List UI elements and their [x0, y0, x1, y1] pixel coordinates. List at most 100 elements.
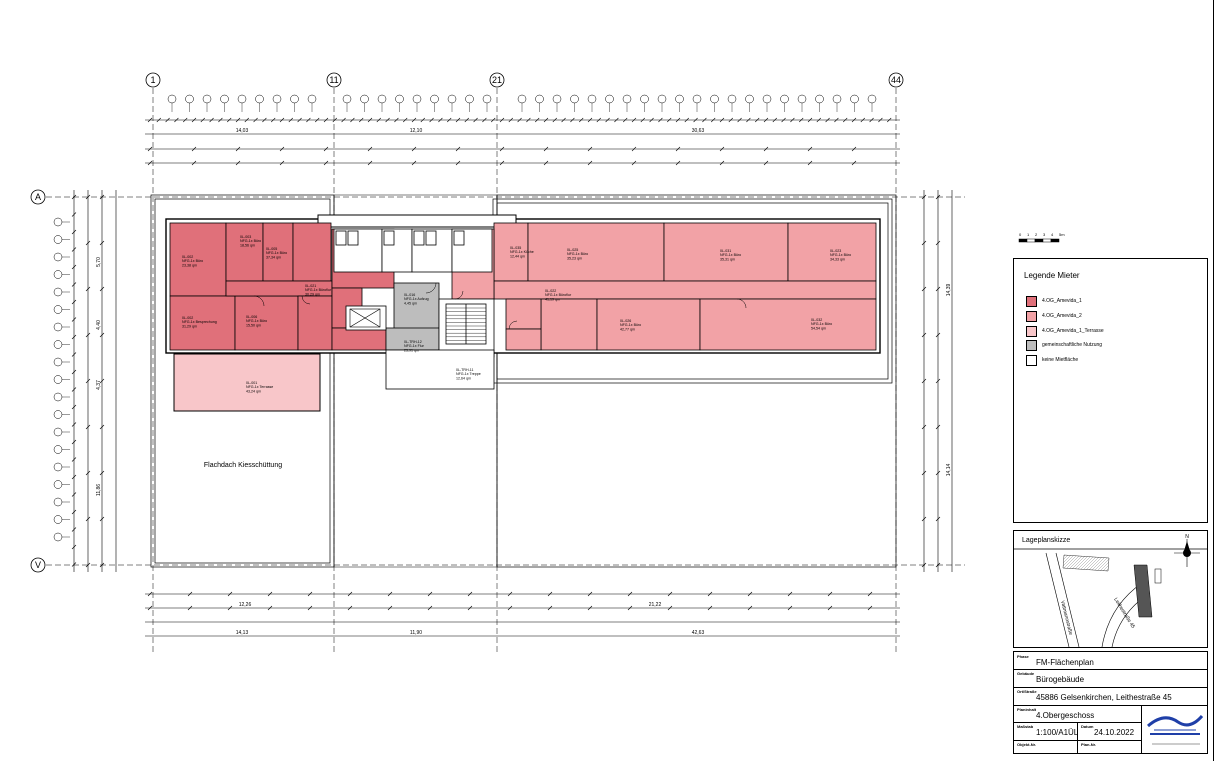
field-label: Ort/Straße: [1017, 689, 1037, 694]
axis-bubble-small: [53, 340, 70, 349]
dimension-tick: [99, 286, 105, 292]
dimension-tick: [209, 117, 214, 123]
dimension-tick: [816, 117, 822, 123]
title-divider: [1077, 722, 1078, 753]
dimension-tick: [85, 562, 91, 568]
axis-bubble-small: [710, 94, 719, 112]
dimension-tick: [71, 282, 77, 287]
field-label: Gebäude: [1017, 671, 1035, 676]
scale-tick-label: 4: [1051, 232, 1054, 237]
dimension-tick: [543, 146, 549, 152]
dimension-tick: [350, 117, 355, 123]
axis-bubble-small: [53, 270, 70, 279]
dimension-tick: [614, 117, 619, 123]
dimension-total: 42,63: [692, 630, 705, 636]
axis-bubble-small: [762, 94, 772, 112]
dimension-tick: [71, 317, 77, 322]
north-arrow-icon: [1174, 539, 1200, 567]
dimension-value: 5,70: [96, 257, 102, 267]
dimension-tick: [482, 117, 487, 123]
dimension-tick: [526, 117, 531, 123]
axis-bubble-small: [53, 392, 70, 402]
legend-item: gemeinschaftliche Nutzung: [1026, 339, 1102, 351]
dimension-tick: [307, 605, 313, 611]
axis-bubble-small: [447, 94, 457, 112]
dimension-tick: [147, 146, 153, 152]
svg-text:A: A: [35, 192, 41, 202]
dimension-tick: [71, 492, 77, 497]
axis-bubble-small: [202, 94, 212, 112]
axis-bubble: 1: [145, 72, 161, 88]
axis-bubble-small: [797, 94, 807, 112]
axis-bubble-small: [272, 94, 282, 112]
dimension-tick: [781, 117, 786, 123]
dimension-tick: [279, 146, 285, 152]
dimension-tick: [534, 117, 540, 123]
dimension-tick: [763, 146, 769, 152]
legend-title: Legende Mieter: [1024, 271, 1080, 280]
axis-bubble-small: [53, 497, 70, 507]
dimension-tick: [71, 404, 77, 410]
dimension-tick: [827, 591, 833, 597]
dimension-tick: [71, 544, 77, 550]
dimension-tick: [935, 194, 941, 200]
legend-item: keine Mietfläche: [1026, 354, 1078, 366]
dimension-tick: [182, 117, 188, 123]
date-value: 24.10.2022: [1094, 728, 1135, 737]
axis-bubble-small: [360, 94, 369, 112]
dimension-tick: [147, 591, 153, 597]
scale-tick-label: 0: [1019, 232, 1022, 237]
dimension-tick: [631, 117, 637, 123]
dimension-tick: [719, 160, 725, 166]
title-row-building: Gebäude Bürogebäude: [1014, 669, 1207, 688]
dimension-tick: [772, 117, 778, 123]
dimension-tick: [860, 117, 866, 123]
dimension-tick: [631, 160, 637, 166]
dimension-tick: [693, 117, 698, 123]
dimension-tick: [267, 605, 273, 611]
dimension-tick: [790, 117, 795, 123]
svg-text:44: 44: [891, 75, 901, 85]
axis-bubble-small: [867, 94, 877, 112]
dimension-tick: [99, 194, 105, 200]
dimension-tick: [85, 332, 91, 338]
floor-value: 4.Obergeschoss: [1036, 711, 1095, 720]
axis-bubble-row: [167, 94, 877, 112]
dimension-tick: [85, 240, 91, 246]
dimension-tick: [807, 146, 813, 152]
dimension-tick: [666, 117, 672, 123]
scale-tick-label: 5m: [1059, 232, 1065, 237]
dimension-tick: [306, 117, 311, 123]
dimension-tick: [332, 117, 338, 123]
dimension-tick: [507, 605, 513, 611]
dimension-tick: [798, 117, 804, 123]
legend-item: 4.OG_Amevida_1: [1026, 295, 1082, 307]
dimension-tick: [921, 470, 927, 476]
dimension-tick: [935, 240, 941, 246]
dimension-tick: [587, 160, 593, 166]
field-label: Planinhalt: [1017, 707, 1037, 712]
dimension-value: 14,14: [946, 464, 952, 477]
axis-bubble-small: [832, 94, 842, 112]
field-label: Maßstab: [1017, 724, 1034, 729]
dimension-tick: [746, 117, 751, 123]
dimension-tick: [288, 117, 294, 123]
axis-bubble-small: [377, 94, 387, 112]
dimension-tick: [341, 117, 346, 123]
field-label: Objekt-Nr.: [1017, 742, 1037, 747]
dimension-tick: [543, 117, 549, 123]
dimension-tick: [935, 516, 941, 522]
axis-bubble-small: [53, 410, 70, 419]
dimension-tick: [427, 591, 433, 597]
dimension-tick: [935, 424, 941, 430]
dimension-tick: [71, 369, 77, 375]
dimension-tick: [561, 117, 566, 123]
dimension-tick: [99, 378, 105, 384]
dimension-tick: [358, 117, 364, 123]
dimension-tick: [921, 332, 927, 338]
